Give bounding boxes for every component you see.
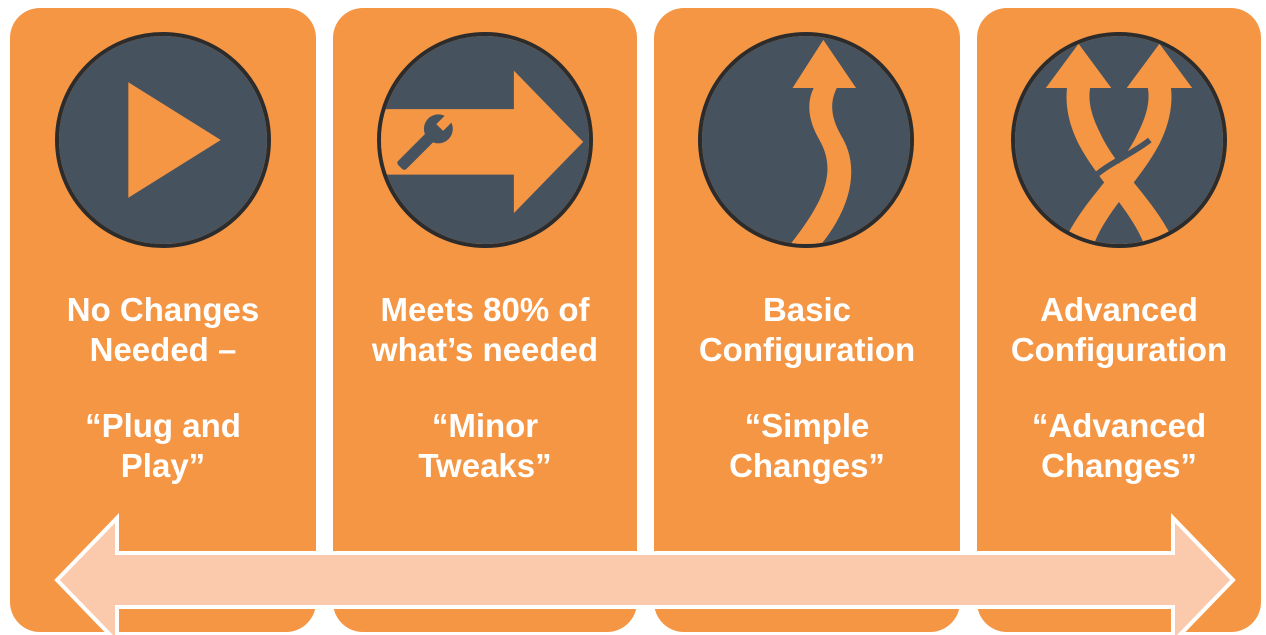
play-icon-graphic bbox=[59, 36, 267, 244]
stage-subtitle-line: “Plug and bbox=[85, 407, 241, 444]
stage-panel-no-changes: No Changes Needed – “Plug and Play” bbox=[10, 8, 316, 632]
wrench-arrow-icon-graphic bbox=[381, 36, 589, 244]
stage-panel-advanced-changes: Advanced Configuration “Advanced Changes… bbox=[977, 8, 1261, 632]
wrench-arrow-icon bbox=[377, 32, 593, 248]
stage-panel-simple-changes: Basic Configuration “Simple Changes” bbox=[654, 8, 960, 632]
stage-subtitle-line: “Advanced bbox=[1031, 407, 1207, 444]
stage-subtitle: “Advanced Changes” bbox=[977, 406, 1261, 486]
stage-subtitle-line: Changes” bbox=[729, 447, 885, 484]
stage-title: Advanced Configuration bbox=[977, 290, 1261, 370]
stage-subtitle-line: Changes” bbox=[1041, 447, 1197, 484]
play-icon bbox=[55, 32, 271, 248]
stage-title: Basic Configuration bbox=[654, 290, 960, 370]
crossing-arrows-icon bbox=[1011, 32, 1227, 248]
stage-title-line: Basic bbox=[762, 291, 852, 328]
stage-subtitle-line: Play” bbox=[120, 447, 206, 484]
stage-subtitle-line: “Simple bbox=[744, 407, 870, 444]
curved-arrow-icon-graphic bbox=[702, 36, 910, 244]
stage-title-line: Advanced bbox=[1040, 291, 1198, 328]
stage-title: Meets 80% of what’s needed bbox=[333, 290, 637, 370]
stage-subtitle-line: “Minor bbox=[431, 407, 539, 444]
stage-title-line: Needed – bbox=[89, 331, 237, 368]
stage-subtitle: “Plug and Play” bbox=[10, 406, 316, 486]
stage-title-line: Configuration bbox=[1010, 331, 1228, 368]
stage-subtitle: “Simple Changes” bbox=[654, 406, 960, 486]
crossing-arrows-icon-graphic bbox=[1015, 36, 1223, 244]
stage-title-line: what’s needed bbox=[371, 331, 599, 368]
stage-panel-minor-tweaks: Meets 80% of what’s needed “Minor Tweaks… bbox=[333, 8, 637, 632]
stage-title-line: Meets 80% of bbox=[380, 291, 590, 328]
stage-subtitle: “Minor Tweaks” bbox=[333, 406, 637, 486]
stage-subtitle-line: Tweaks” bbox=[418, 447, 552, 484]
curved-arrow-icon bbox=[698, 32, 914, 248]
stage-title: No Changes Needed – bbox=[10, 290, 316, 370]
stage-title-line: No Changes bbox=[66, 291, 260, 328]
stage-title-line: Configuration bbox=[698, 331, 916, 368]
